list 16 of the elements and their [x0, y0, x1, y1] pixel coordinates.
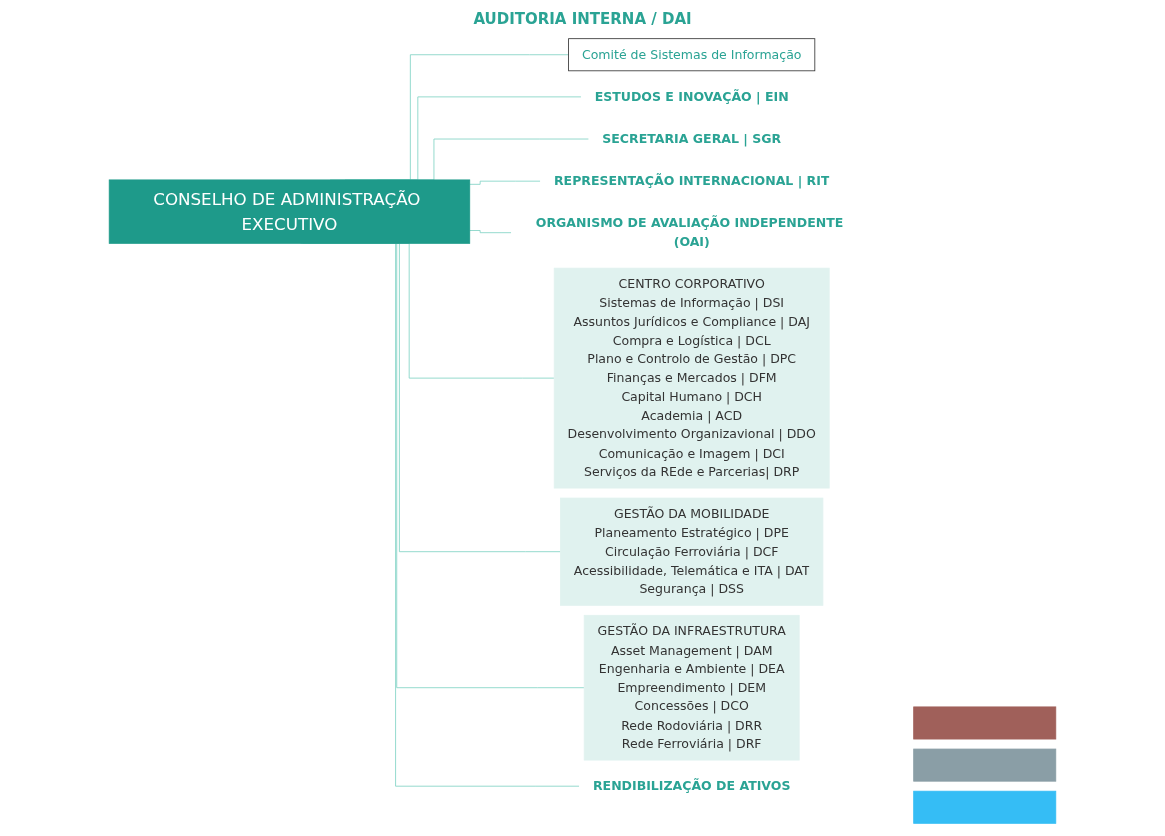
- node-text: ESTUDOS E INOVAÇÃO | EIN: [594, 89, 789, 105]
- node-box: Comité de Sistemas de Informação: [568, 38, 816, 72]
- node-bar: [913, 706, 1057, 740]
- node-bar: [913, 790, 1057, 824]
- node-box: CENTRO CORPORATIVO Sistemas de Informação | DSI Assuntos Jurídicos e Compliance | DAJ Compra e Logística | DCL Plano e Controlo de Gestão | DPC Finanças e Mercados | DFM Capital Humano | DCH Academia | ACD Desenvolvimento Organizavional | DDO Comunicação e Imagem | DCI Serviços da REde e Parcerias| DRP: [553, 267, 830, 489]
- node-bar: [913, 748, 1057, 782]
- node-box: CONSELHO DE ADMINISTRAÇÃO EXECUTIVO: [108, 179, 471, 244]
- node-text: REPRESENTAÇÃO INTERNACIONAL | RIT: [553, 173, 830, 189]
- connector: [469, 180, 541, 185]
- node-text: RENDIBILIZAÇÃO DE ATIVOS: [592, 778, 791, 794]
- unit-label: AUDITORIA INTERNA / DAI: [473, 10, 692, 28]
- node-text: ORGANISMO DE AVALIAÇÃO INDEPENDENTE (OAI): [535, 215, 844, 250]
- node-text: SECRETARIA GERAL | SGR: [602, 131, 782, 147]
- node-box: GESTÃO DA INFRAESTRUTURA Asset Management | DAM Engenharia e Ambiente | DEA Empreendimento | DEM Concessões | DCO Rede Rodoviária | DRR Rede Ferroviária | DRF: [583, 614, 800, 761]
- node-box: GESTÃO DA MOBILIDADE Planeamento Estratégico | DPE Circulação Ferroviária | DCF Acessibilidade, Telemática e ITA | DAT Segurança | DSS: [560, 497, 824, 606]
- connector: [469, 230, 512, 234]
